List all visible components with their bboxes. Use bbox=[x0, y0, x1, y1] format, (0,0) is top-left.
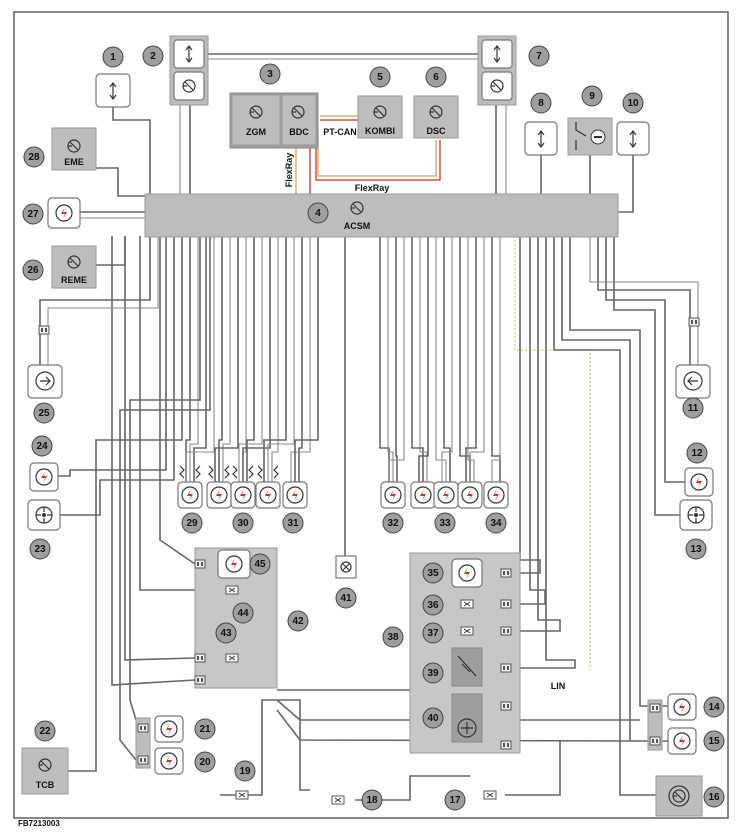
wire-harness bbox=[39, 53, 699, 796]
acsm-module bbox=[144, 193, 619, 238]
